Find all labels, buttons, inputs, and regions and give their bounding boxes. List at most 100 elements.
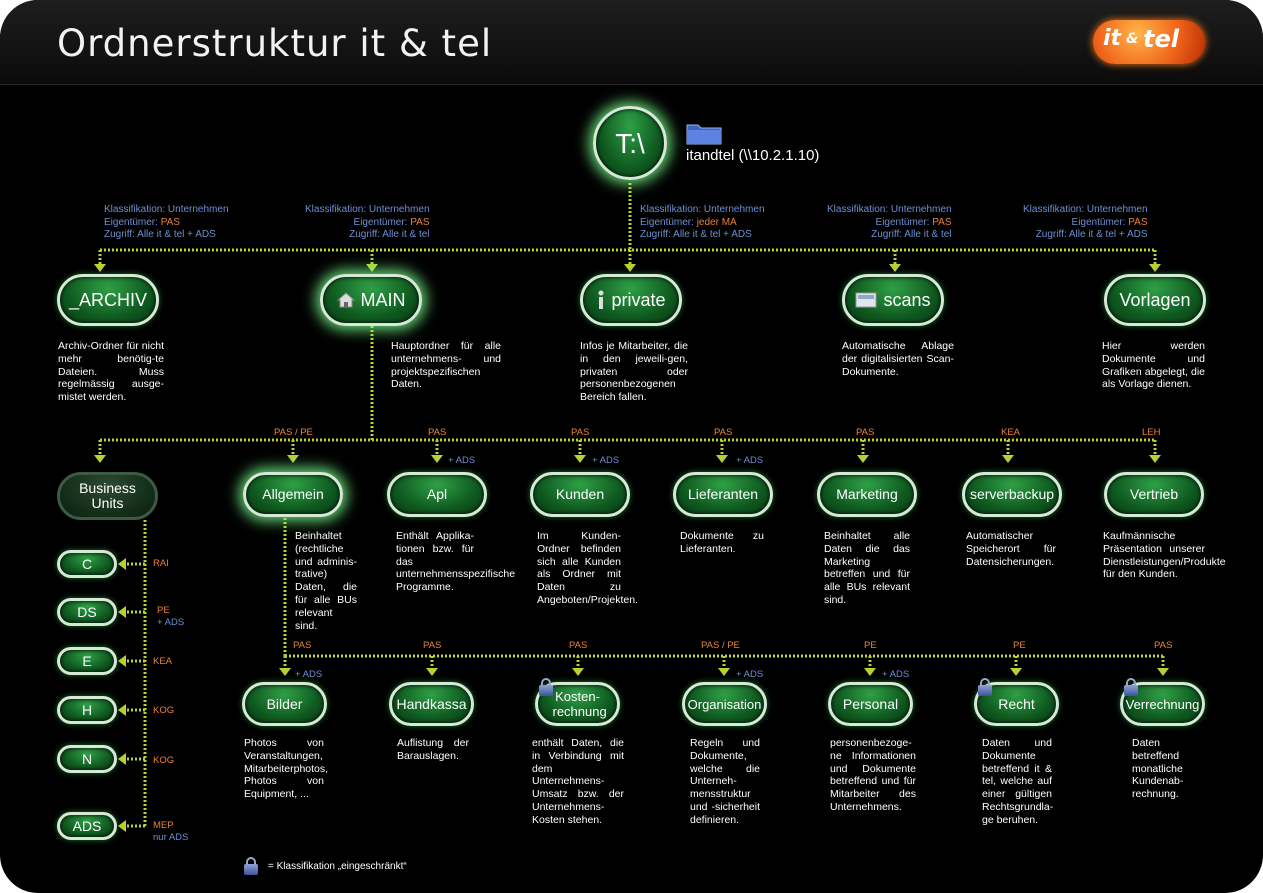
kunden-owner: PAS	[571, 427, 590, 438]
handkassa-description: Auflistung der Barauslagen.	[397, 737, 469, 762]
personal-ads: + ADS	[882, 669, 910, 680]
root-drive-node[interactable]: T:\	[593, 106, 667, 180]
bilder-ads: + ADS	[295, 669, 323, 680]
folder-personal-label: Personal	[842, 695, 899, 712]
bu-n-owner: KOG	[153, 755, 175, 766]
folder-organisation-label: Organisation	[687, 696, 762, 712]
archiv-classification: Klassifikation: Unternehmen	[104, 204, 229, 215]
bu-ads[interactable]: ADS	[57, 812, 117, 840]
bu-c-owner: RAI	[153, 558, 169, 569]
apl-description: Enthält Applika-tionen bzw. für das unte…	[396, 530, 516, 594]
folder-vorlagen[interactable]: Vorlagen	[1104, 274, 1206, 326]
bu-e[interactable]: E	[57, 647, 117, 675]
folder-verrechnung-label: Verrechnung	[1125, 696, 1200, 712]
folder-archiv[interactable]: _ARCHIV	[57, 274, 159, 326]
vorlagen-owner-prefix: Eigentümer:	[1071, 216, 1129, 228]
folder-private[interactable]: private	[580, 274, 682, 326]
mainchild-owner-shared: PAS / PE	[274, 427, 313, 438]
main-access: Zugriff: Alle it & tel	[349, 229, 430, 240]
folder-vertrieb[interactable]: Vertrieb	[1104, 472, 1204, 517]
vorlagen-access: Zugriff: Alle it & tel + ADS	[1035, 229, 1148, 240]
logo-text-tel: tel	[1143, 25, 1179, 53]
scanner-icon	[855, 292, 877, 308]
scans-access: Zugriff: Alle it & tel	[871, 229, 952, 240]
root-drive-label: T:\	[615, 127, 645, 159]
bu-h-label: H	[81, 701, 93, 718]
organisation-owner: PAS / PE	[701, 640, 740, 651]
bu-n[interactable]: N	[57, 745, 117, 773]
private-classification: Klassifikation: Unternehmen	[640, 204, 765, 215]
lieferanten-ads: + ADS	[736, 455, 764, 466]
marketing-description: Beinhaltet alle Daten die das Marketing …	[824, 530, 910, 606]
folder-private-label: private	[611, 289, 666, 310]
bu-h[interactable]: H	[57, 696, 117, 724]
vertrieb-description: Kaufmännische Präsentation unserer Diens…	[1103, 530, 1226, 581]
folder-apl[interactable]: Apl	[387, 472, 487, 517]
bu-ds[interactable]: DS	[57, 598, 117, 626]
folder-vertrieb-label: Vertrieb	[1129, 486, 1179, 502]
folder-verrechnung[interactable]: Verrechnung	[1120, 682, 1205, 726]
folder-icon	[686, 124, 722, 145]
folder-scans[interactable]: scans	[842, 274, 944, 326]
main-owner-prefix: Eigentümer:	[353, 216, 411, 228]
scans-classification: Klassifikation: Unternehmen	[827, 204, 952, 215]
scans-description: Automatische Ablage der digitalisierten …	[842, 340, 954, 378]
folder-allgemein[interactable]: Allgemein	[243, 472, 343, 517]
kunden-ads: + ADS	[592, 455, 620, 466]
folder-organisation[interactable]: Organisation	[682, 682, 767, 726]
bu-c[interactable]: C	[57, 550, 117, 578]
bilder-description: Photos von Veranstaltungen, Mitarbeiterp…	[244, 737, 329, 801]
folder-lieferanten[interactable]: Lieferanten	[673, 472, 773, 517]
page-title: Ordnerstruktur it & tel	[57, 22, 493, 65]
personal-owner: PE	[864, 640, 877, 651]
private-owner: jeder MA	[696, 216, 737, 228]
folder-marketing-label: Marketing	[836, 486, 898, 502]
folder-archiv-label: _ARCHIV	[68, 289, 148, 310]
bu-c-label: C	[81, 555, 93, 572]
folder-bilder-label: Bilder	[266, 695, 303, 712]
private-description: Infos je Mitarbeiter, die in den jeweili…	[580, 340, 688, 404]
bu-ads-owner: MEP	[153, 820, 174, 831]
folder-scans-label: scans	[883, 289, 931, 310]
folder-serverbackup-label: serverbackup	[969, 486, 1055, 502]
folder-kunden[interactable]: Kunden	[530, 472, 630, 517]
private-access: Zugriff: Alle it & tel + ADS	[640, 229, 752, 240]
marketing-owner: PAS	[856, 427, 875, 438]
folder-allgemein-label: Allgemein	[262, 486, 324, 502]
lieferanten-description: Dokumente zu Lieferanten.	[680, 530, 764, 555]
bu-ds-ads: + ADS	[157, 617, 185, 628]
folder-bilder[interactable]: Bilder	[242, 682, 327, 726]
serverbackup-description: Automatischer Speicherort für Datensiche…	[966, 530, 1056, 568]
folder-serverbackup[interactable]: serverbackup	[962, 472, 1062, 517]
lock-icon	[978, 678, 992, 696]
verrechnung-description: Daten betreffend monatliche Kundenab-rec…	[1132, 737, 1184, 801]
bu-n-label: N	[81, 750, 93, 767]
home-icon	[336, 292, 355, 308]
vertrieb-owner: LEH	[1142, 427, 1161, 438]
bu-h-owner: KOG	[153, 705, 175, 716]
handkassa-owner: PAS	[423, 640, 442, 651]
folder-main[interactable]: MAIN	[320, 274, 422, 326]
folder-business-units[interactable]: Business Units	[57, 472, 158, 520]
logo-ampersand: &	[1126, 31, 1139, 47]
folder-recht-label: Recht	[998, 695, 1035, 712]
folder-personal[interactable]: Personal	[828, 682, 913, 726]
folder-marketing[interactable]: Marketing	[817, 472, 917, 517]
organisation-description: Regeln und Dokumente, welche die Unterne…	[690, 737, 760, 826]
folder-business-units-label: Business Units	[79, 480, 136, 511]
verrechnung-owner: PAS	[1154, 640, 1173, 651]
scans-owner: PAS	[932, 216, 952, 228]
company-logo: it & tel	[1093, 20, 1205, 64]
archiv-meta: Klassifikation: Unternehmen Eigentümer: …	[104, 204, 229, 242]
personal-description: personenbezoge-ne Informationen und Doku…	[830, 737, 916, 813]
main-meta: Klassifikation: Unternehmen Eigentümer: …	[305, 204, 430, 242]
allgemein-description: Beinhaltet (rechtliche und adminis-trati…	[295, 530, 357, 632]
folder-main-label: MAIN	[360, 289, 406, 310]
lieferanten-owner: PAS	[714, 427, 733, 438]
folder-handkassa[interactable]: Handkassa	[389, 682, 474, 726]
apl-ads: + ADS	[448, 455, 476, 466]
kunden-description: Im Kunden-Ordner befinden sich alle Kund…	[537, 530, 638, 606]
vorlagen-owner: PAS	[1128, 216, 1148, 228]
main-classification: Klassifikation: Unternehmen	[305, 204, 430, 215]
